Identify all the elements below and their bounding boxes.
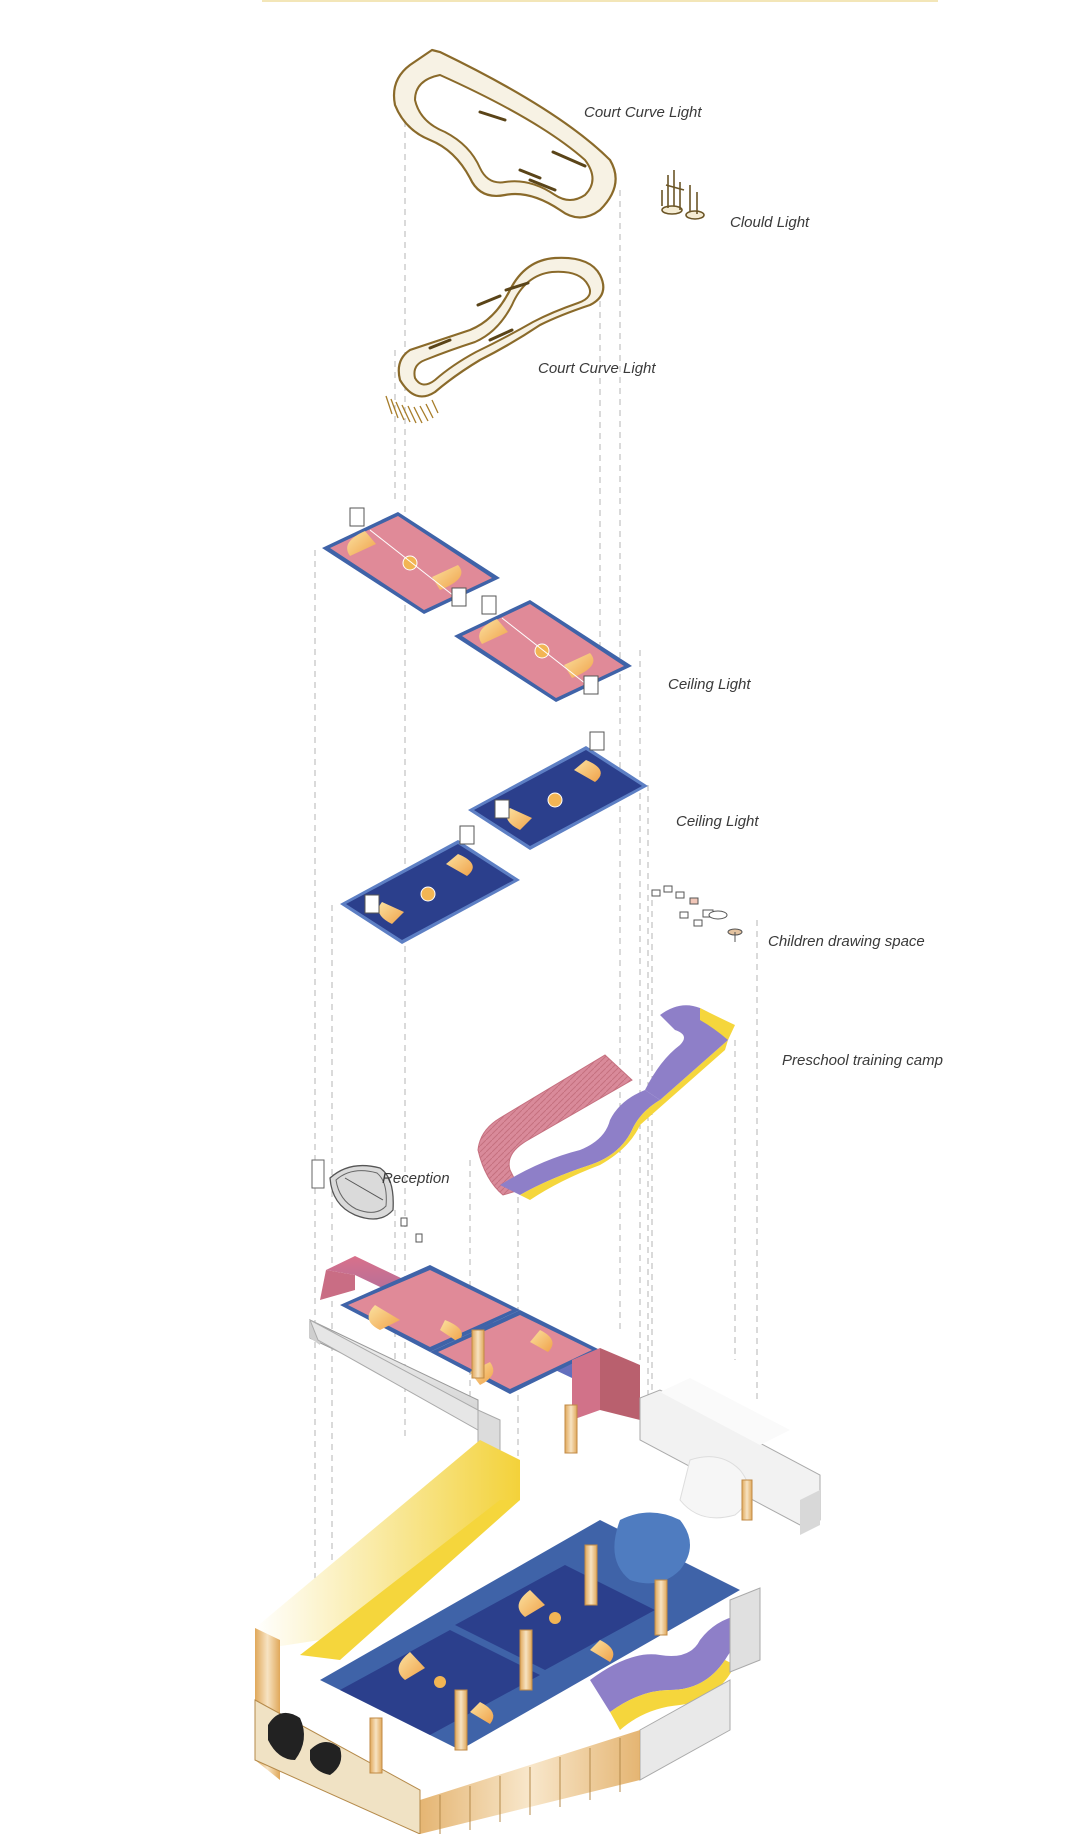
base-floor-plan [254,1256,821,1834]
label-ceiling-light-pink: Ceiling Light [668,676,751,693]
label-children-drawing-space: Children drawing space [768,933,925,950]
vertical-guide-lines [314,110,758,1630]
light-fringe [385,395,439,424]
top-accent-line [262,0,938,2]
label-reception: Reception [382,1170,450,1187]
facade-stripes [439,1738,621,1834]
reception [311,1159,423,1243]
court-curve-light-lower [385,256,605,424]
columns [369,1329,753,1774]
ceiling-light-pink-courts [322,507,632,702]
label-court-curve-light-lower: Court Curve Light [538,360,656,377]
label-ceiling-light-blue: Ceiling Light [676,813,759,830]
blue-court-2 [340,825,520,944]
blue-court-1 [468,731,648,850]
pink-court-1 [322,507,500,614]
ceiling-light-blue-courts [340,731,648,944]
label-court-curve-light-upper: Court Curve Light [584,104,702,121]
label-preschool-training-camp: Preschool training camp [782,1052,943,1069]
pink-court-2 [454,595,632,702]
label-cloud-light: Clould Light [730,214,810,231]
preschool-training-camp [477,1005,735,1200]
court-curve-light-upper [392,48,617,219]
diagram-labels: Court Curve Light Clould Light Court Cur… [382,104,943,1187]
children-drawing-space [651,885,743,942]
cloud-light [661,170,705,220]
